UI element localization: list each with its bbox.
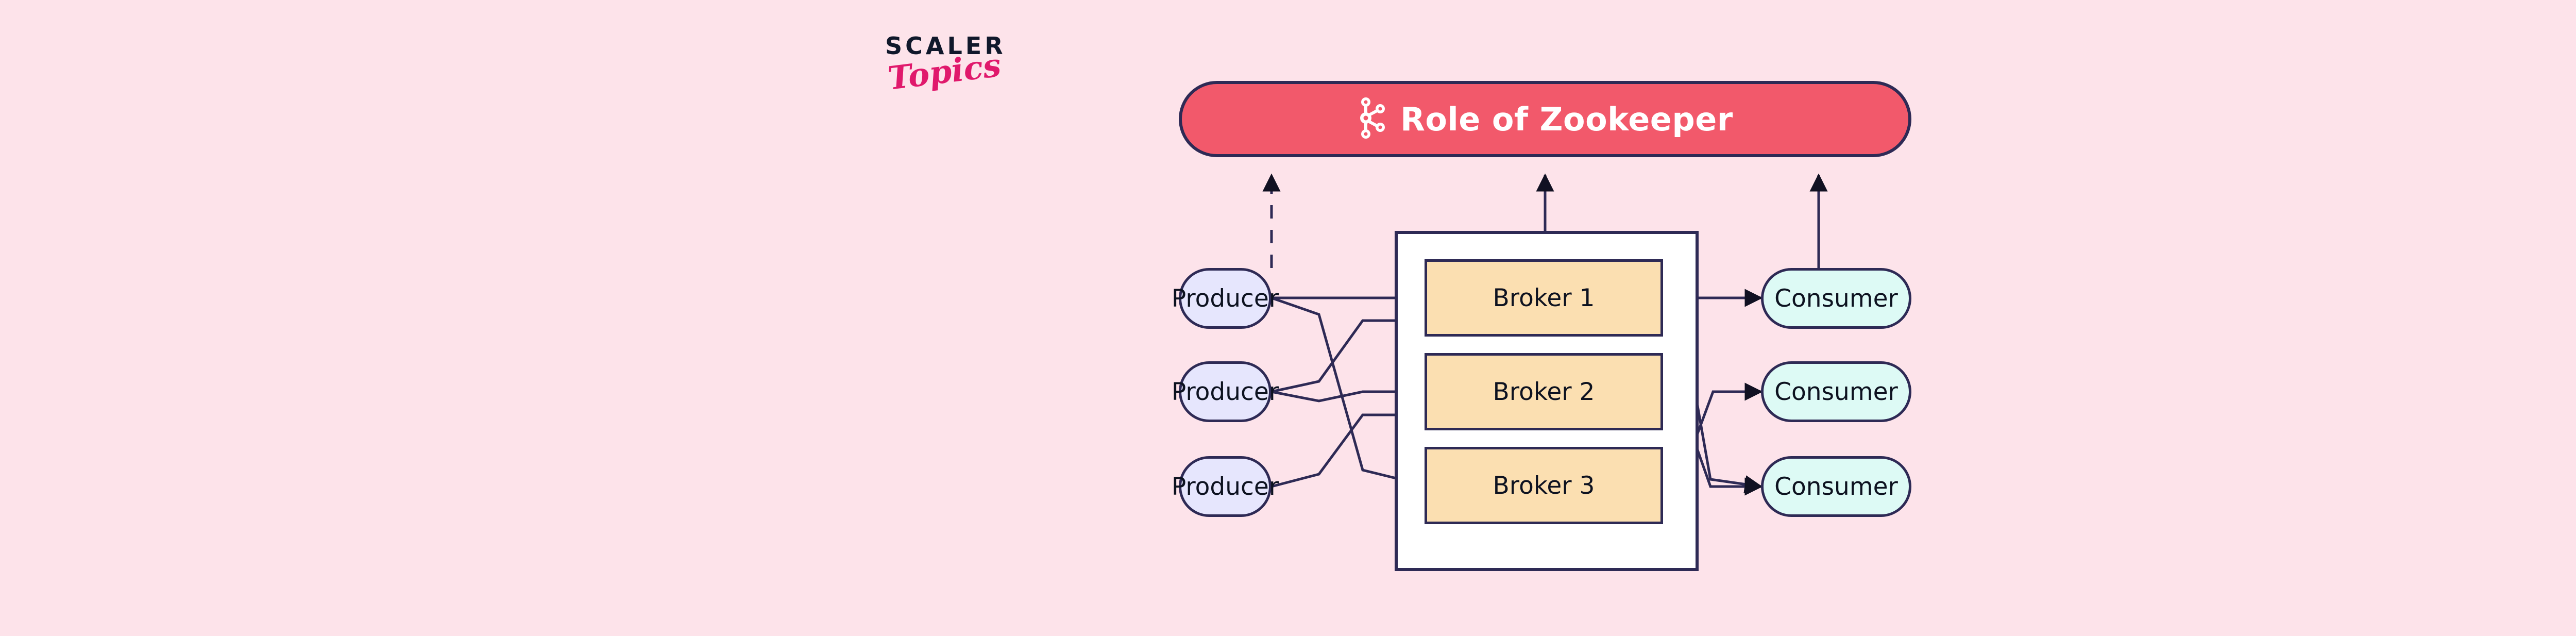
broker-node-2[interactable]: Broker 2 — [1425, 353, 1663, 430]
consumer-node-2-label: Consumer — [1774, 377, 1898, 406]
producer-node-3[interactable]: Producer — [1172, 456, 1279, 517]
producer-node-2-label: Producer — [1171, 377, 1279, 406]
kafka-nodes-icon — [1357, 96, 1387, 142]
producer-node-2[interactable]: Producer — [1172, 361, 1279, 422]
logo-scaler-text: SCALER — [885, 32, 1006, 60]
broker-node-2-label: Broker 2 — [1493, 377, 1595, 406]
consumer-node-1[interactable]: Consumer — [1761, 268, 1911, 329]
producer-node-1-label: Producer — [1171, 284, 1279, 313]
broker-node-3-label: Broker 3 — [1493, 471, 1595, 500]
banner-title: Role of Zookeeper — [1400, 100, 1733, 138]
producer-node-3-label: Producer — [1171, 472, 1279, 501]
consumer-node-3-label: Consumer — [1774, 472, 1898, 501]
broker-node-1-label: Broker 1 — [1493, 283, 1595, 312]
consumer-node-2[interactable]: Consumer — [1761, 361, 1911, 422]
scaler-topics-logo: SCALER Topics — [885, 34, 1029, 132]
broker-node-1[interactable]: Broker 1 — [1425, 259, 1663, 337]
consumer-node-1-label: Consumer — [1774, 284, 1898, 313]
producer-node-1[interactable]: Producer — [1172, 268, 1279, 329]
consumer-node-3[interactable]: Consumer — [1761, 456, 1911, 517]
zookeeper-banner: Role of Zookeeper — [1179, 81, 1911, 157]
broker-node-3[interactable]: Broker 3 — [1425, 447, 1663, 524]
